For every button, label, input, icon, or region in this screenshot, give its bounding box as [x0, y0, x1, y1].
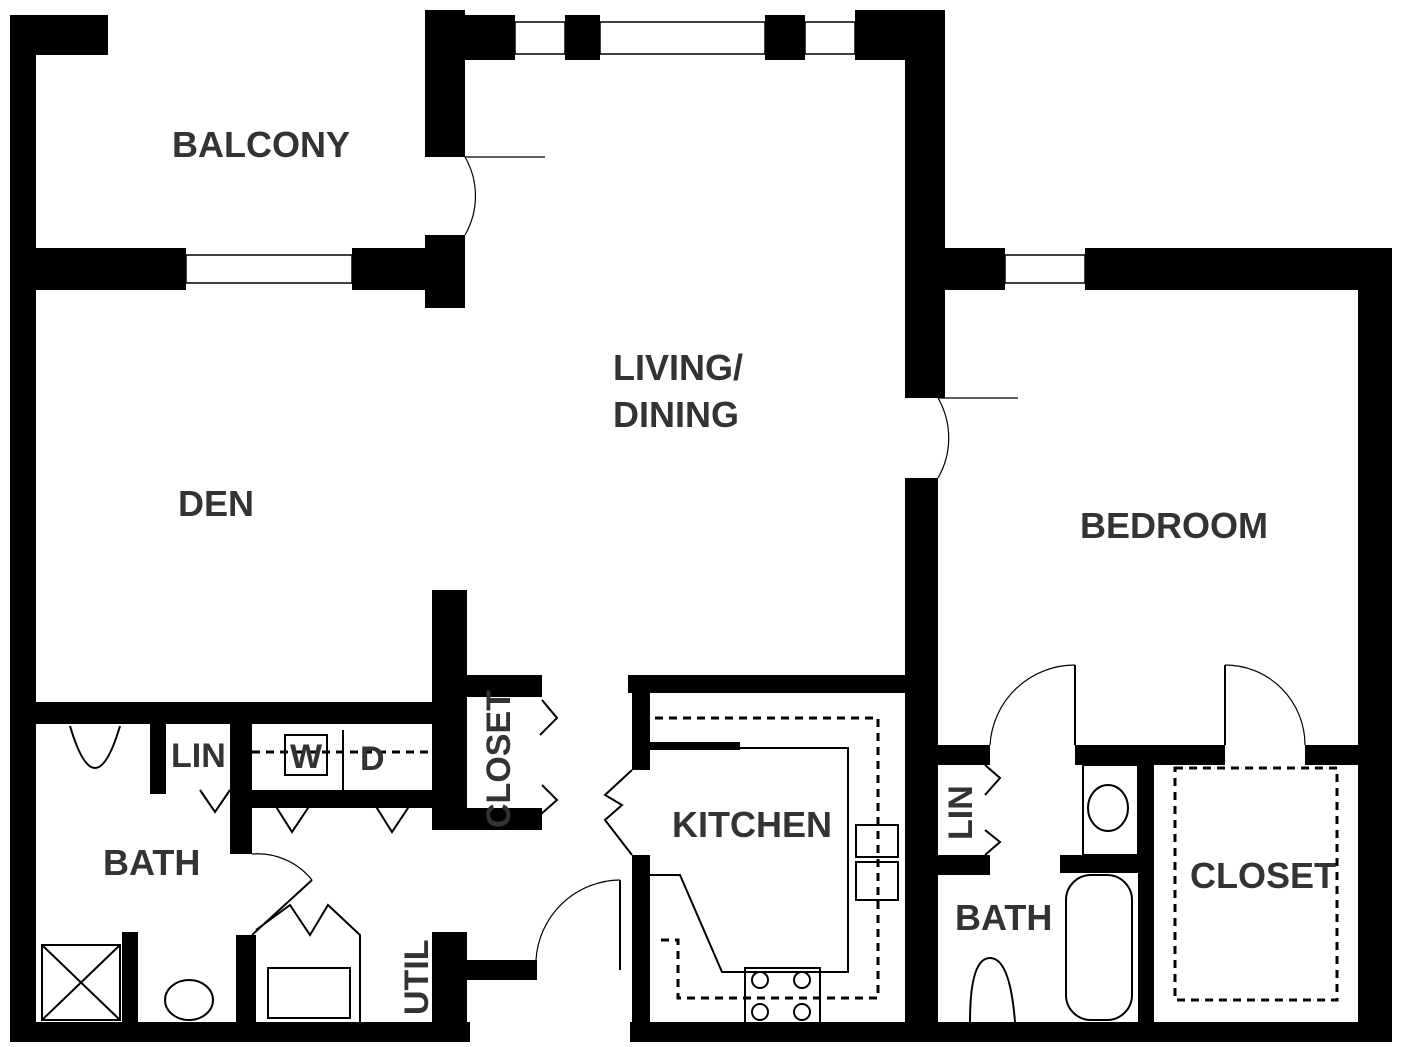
room-label-lin-left: LIN [171, 737, 226, 775]
windows [185, 21, 1086, 284]
room-label-closet-bedroom: CLOSET [1190, 855, 1336, 896]
washer-label: W [290, 738, 323, 776]
room-label-lin-right: LIN [942, 785, 980, 840]
walls [10, 10, 1392, 1042]
room-label-closet-hall: CLOSET [480, 690, 518, 828]
room-label-bath-right: BATH [955, 897, 1052, 938]
room-label-bedroom: BEDROOM [1080, 505, 1268, 546]
room-labels: BALCONY LIVING/ DINING DEN BEDROOM KITCH… [103, 124, 1336, 1015]
room-label-dining: DINING [613, 394, 739, 435]
dryer-label: D [360, 740, 385, 778]
room-label-balcony: BALCONY [172, 124, 350, 165]
room-label-bath-left: BATH [103, 842, 200, 883]
room-label-den: DEN [178, 483, 254, 524]
room-label-util: UTIL [398, 939, 436, 1015]
doors [199, 156, 1306, 970]
room-label-living: LIVING/ [613, 347, 743, 388]
room-label-kitchen: KITCHEN [672, 804, 832, 845]
fixtures [41, 716, 1339, 1025]
